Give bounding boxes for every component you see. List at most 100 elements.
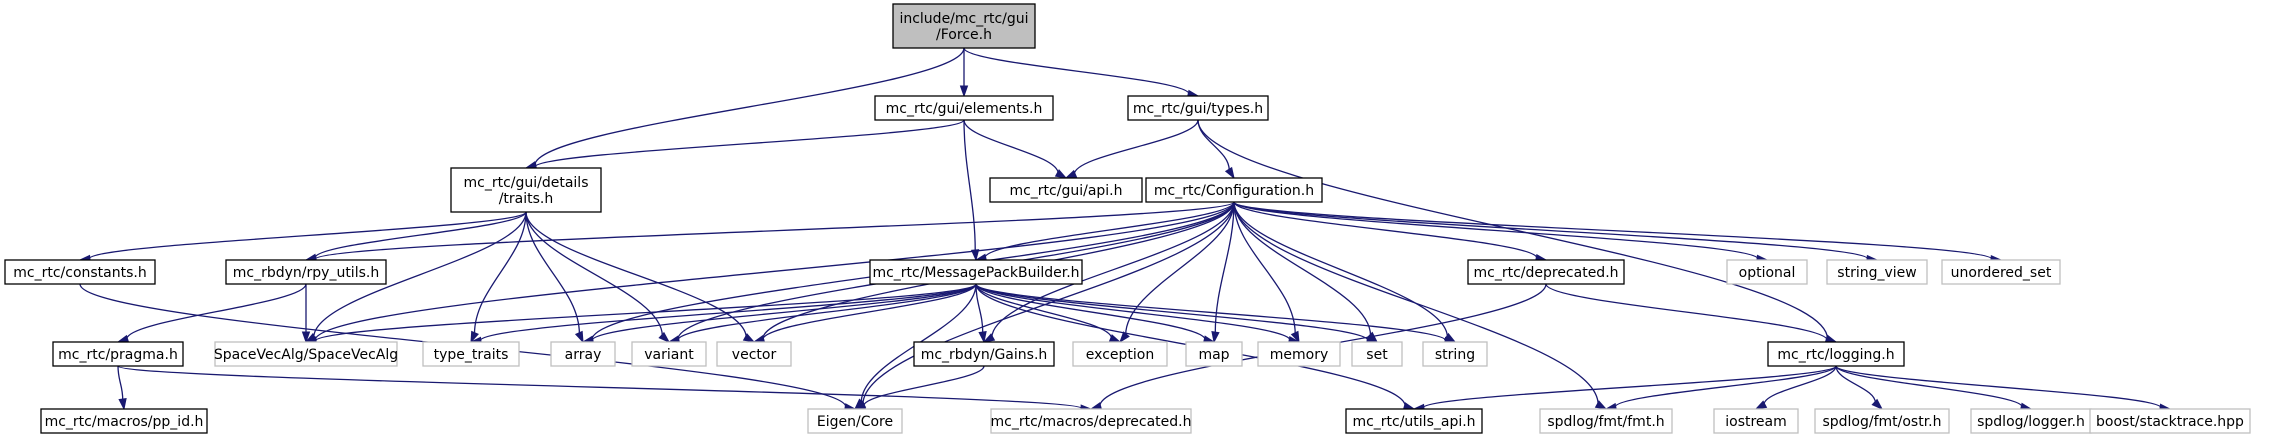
node-box [550, 341, 616, 367]
node-label: mc_rtc/constants.h [13, 265, 146, 281]
node-label: mc_rtc/utils_api.h [1352, 414, 1475, 430]
edge-logging-to-utils_api [1412, 365, 1837, 413]
node-label: map [1198, 347, 1229, 363]
node-box [2089, 408, 2251, 434]
node-label: spdlog/fmt/fmt.h [1547, 414, 1664, 430]
edge-logging-to-logger [1835, 365, 2033, 411]
edge-config-to-msgpack [974, 201, 1235, 262]
node-string: string [1422, 341, 1488, 367]
edge-traits-to-variant [525, 211, 671, 344]
edge-pragma-to-macros_deprecated [117, 365, 1093, 413]
node-box [1814, 408, 1950, 434]
edge-msgpack-to-sva [304, 283, 977, 346]
node-types[interactable]: mc_rtc/gui/types.h [1127, 95, 1269, 121]
edge-traits-to-constants [78, 211, 527, 264]
node-label: set [1366, 347, 1388, 363]
node-label: variant [644, 347, 694, 363]
node-ostr: spdlog/fmt/ostr.h [1814, 408, 1950, 434]
node-sva: SpaceVecAlg/SpaceVecAlg [214, 341, 398, 367]
edge-rpy-to-sva [301, 284, 311, 344]
edge-elements-to-traits [524, 119, 965, 172]
node-box [1127, 95, 1269, 121]
edges-layer [78, 47, 2172, 413]
node-utils-api[interactable]: mc_rtc/utils_api.h [1345, 408, 1483, 434]
edge-logging-to-iostream [1754, 365, 1837, 410]
node-vector: vector [716, 341, 792, 367]
node-api[interactable]: mc_rtc/gui/api.h [989, 177, 1143, 203]
edge-logging-to-stacktrace [1835, 365, 2172, 412]
node-box [1072, 341, 1168, 367]
node-box [214, 341, 398, 367]
edge-config-to-memory [1233, 201, 1300, 344]
edge-gains-to-eigen [853, 365, 985, 410]
node-label: iostream [1725, 414, 1787, 430]
nodes-layer: include/mc_rtc/gui/Force.h mc_rtc/gui/ele… [4, 3, 2251, 434]
node-label: vector [732, 347, 777, 363]
node-constants[interactable]: mc_rtc/constants.h [4, 259, 156, 285]
node-label: mc_rtc/logging.h [1777, 347, 1894, 363]
edge-pragma-to-pp_id [117, 365, 127, 411]
node-box [1145, 177, 1323, 203]
node-label: type_traits [434, 347, 509, 363]
node-label: /traits.h [499, 191, 554, 207]
edge-elements-to-msgpack [963, 119, 980, 262]
node-traits[interactable]: mc_rtc/gui/details/traits.h [450, 167, 602, 213]
node-variant: variant [631, 341, 707, 367]
node-optional: optional [1726, 259, 1808, 285]
node-rpy[interactable]: mc_rbdyn/rpy_utils.h [225, 259, 387, 285]
node-logging[interactable]: mc_rtc/logging.h [1767, 341, 1905, 367]
node-label: mc_rtc/gui/elements.h [886, 101, 1043, 117]
node-array: array [550, 341, 616, 367]
node-box [1826, 259, 1928, 285]
edge-logging-to-fmt [1604, 365, 1837, 412]
node-iostream: iostream [1713, 408, 1799, 434]
edge-types-to-config [1197, 119, 1235, 180]
node-label: mc_rbdyn/Gains.h [921, 347, 1048, 363]
node-label: boost/stacktrace.hpp [2096, 414, 2244, 430]
node-gains[interactable]: mc_rbdyn/Gains.h [913, 341, 1055, 367]
edge-config-to-exception [1119, 201, 1235, 344]
node-box [892, 3, 1036, 49]
node-box [631, 341, 707, 367]
edge-config-to-string_view [1233, 201, 1879, 264]
node-label: mc_rtc/gui/types.h [1133, 101, 1263, 117]
node-pragma[interactable]: mc_rtc/pragma.h [52, 341, 184, 367]
node-msgpack[interactable]: mc_rtc/MessagePackBuilder.h [869, 259, 1083, 285]
node-memory: memory [1257, 341, 1341, 367]
node-pp-id[interactable]: mc_rtc/macros/pp_id.h [40, 408, 208, 434]
edge-msgpack-to-exception [975, 283, 1122, 343]
node-label: mc_rtc/MessagePackBuilder.h [872, 265, 1079, 281]
node-box [1351, 341, 1403, 367]
node-set: set [1351, 341, 1403, 367]
node-stacktrace: boost/stacktrace.hpp [2089, 408, 2251, 434]
node-label: unordered_set [1951, 265, 2052, 281]
node-label: mc_rtc/macros/pp_id.h [45, 414, 204, 430]
node-box [40, 408, 208, 434]
node-box [989, 177, 1143, 203]
node-root[interactable]: include/mc_rtc/gui/Force.h [892, 3, 1036, 49]
node-label: Eigen/Core [817, 414, 893, 430]
node-box [1767, 341, 1905, 367]
node-label: exception [1086, 347, 1154, 363]
node-label: mc_rtc/macros/deprecated.h [991, 414, 1192, 430]
node-box [1539, 408, 1673, 434]
node-label: mc_rtc/Configuration.h [1154, 183, 1314, 199]
node-logger: spdlog/logger.h [1970, 408, 2092, 434]
node-box [874, 95, 1054, 121]
node-box [1726, 259, 1808, 285]
edge-types-to-logging [1197, 119, 1838, 343]
node-type-traits: type_traits [422, 341, 520, 367]
node-box [1467, 259, 1625, 285]
edge-logging-to-ostr [1835, 365, 1884, 411]
edge-elements-to-api [963, 119, 1068, 179]
node-config[interactable]: mc_rtc/Configuration.h [1145, 177, 1323, 203]
node-box [1345, 408, 1483, 434]
node-elements[interactable]: mc_rtc/gui/elements.h [874, 95, 1054, 121]
edge-traits-to-vector [525, 211, 756, 343]
node-label: mc_rtc/gui/details [463, 175, 588, 191]
node-label: include/mc_rtc/gui [899, 11, 1028, 27]
node-box [1941, 259, 2061, 285]
node-deprecated[interactable]: mc_rtc/deprecated.h [1467, 259, 1625, 285]
node-label: spdlog/logger.h [1977, 414, 2085, 430]
